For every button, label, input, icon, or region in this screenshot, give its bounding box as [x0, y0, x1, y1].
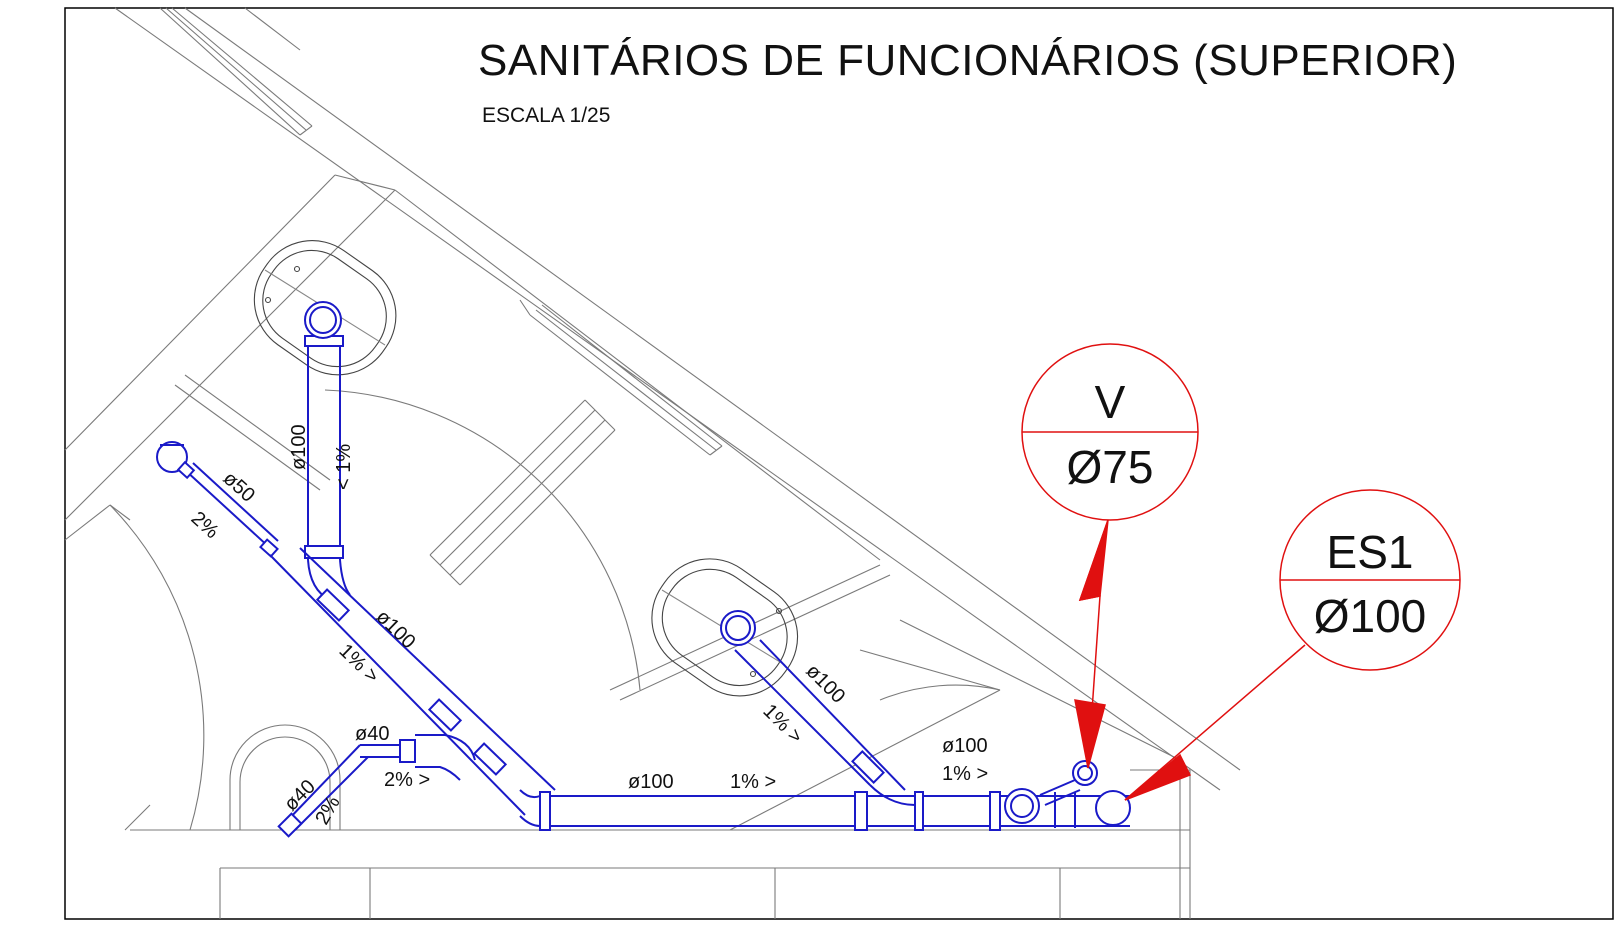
callout-sewer-stack [1124, 489, 1461, 801]
label-toilet2-slope: 1% > [758, 700, 806, 748]
label-main-diag-slope: 1% > [335, 640, 383, 688]
callout-vent-bottom: Ø75 [1067, 441, 1154, 493]
label-floor-drain-diameter: ø40 [280, 776, 320, 816]
label-horizontal-slope: 1% > [730, 771, 776, 793]
label-sink-diameter: ø40 [355, 723, 389, 745]
label-vertical-diameter: ø100 [288, 424, 310, 470]
drawing-scale: ESCALA 1/25 [482, 104, 611, 127]
sanitary-piping [156, 301, 1131, 838]
architecture-walls [64, 7, 1241, 919]
callout-vent [1021, 343, 1199, 769]
label-branch-small-diameter: ø50 [219, 467, 259, 506]
label-horizontal-diameter: ø100 [628, 771, 674, 793]
label-right-diameter: ø100 [942, 735, 988, 757]
label-main-diag-diameter: ø100 [372, 606, 420, 653]
callout-vent-top: V [1095, 376, 1126, 428]
callout-sewer-stack-bottom: Ø100 [1314, 590, 1427, 642]
label-sink-slope: 2% > [384, 769, 430, 791]
label-vertical-slope: < 1% [333, 444, 355, 490]
callout-sewer-stack-top: ES1 [1327, 526, 1414, 578]
drawing-title: SANITÁRIOS DE FUNCIONÁRIOS (SUPERIOR) [478, 36, 1458, 85]
label-right-slope: 1% > [942, 763, 988, 785]
label-toilet2-diameter: ø100 [801, 660, 849, 708]
drawing-frame [64, 7, 1614, 920]
label-branch-small-slope: 2% [187, 507, 223, 543]
